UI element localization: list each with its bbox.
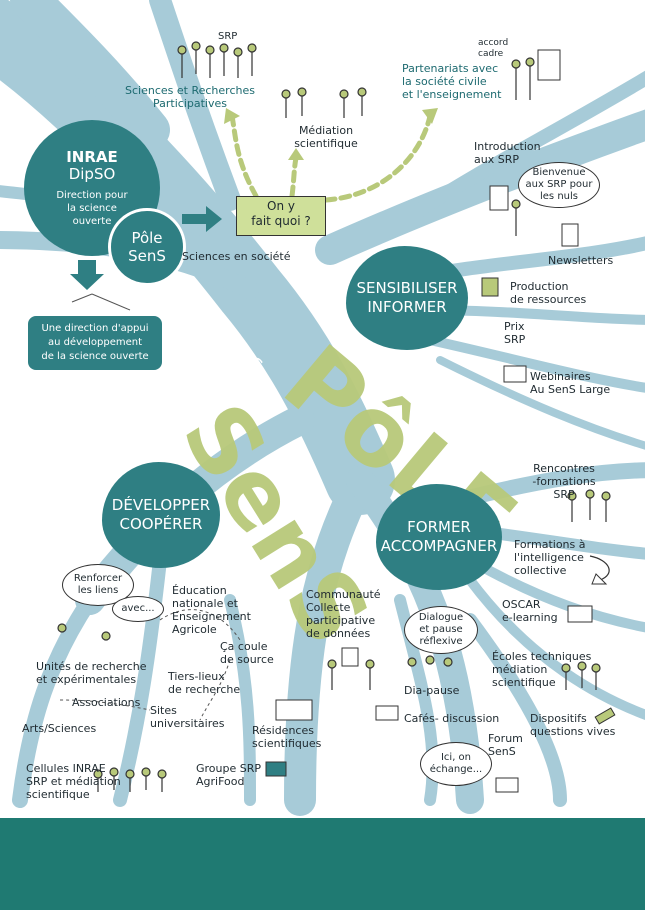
cafes-label: Cafés- discussion	[404, 712, 500, 725]
groupe-srp-label: Groupe SRP AgriFood	[196, 762, 262, 788]
mediation-label: Médiation scientifique	[294, 124, 358, 150]
ca-coule-label: Ça coule de source	[220, 640, 274, 666]
sensibiliser-bubble: SENSIBILISER INFORMER	[346, 246, 468, 350]
communaute-label: Communauté Collecte participative de don…	[306, 588, 381, 640]
developper-bubble: DÉVELOPPER COOPÉRER	[102, 462, 220, 568]
tiers-lieux-label: Tiers-lieux de recherche	[168, 670, 241, 696]
unites-label: Unités de recherche et expérimentales	[36, 660, 147, 686]
bienvenue-bubble: Bienvenue aux SRP pour les nuls	[518, 162, 600, 208]
sites-label: Sites universitaires	[150, 704, 225, 730]
production-label: Production de ressources	[510, 280, 587, 306]
intelligence-label: Formations à l'intelligence collective	[514, 538, 586, 577]
ici-bubble: Ici, on échange...	[420, 742, 492, 786]
pole-sens-caption: Sciences en société	[182, 250, 291, 263]
associations-label: Associations	[72, 696, 141, 709]
pole-sens-circle: Pôle SenS	[108, 208, 186, 286]
intro-srp-label: Introduction aux SRP	[474, 140, 541, 166]
newsletters-label: Newsletters	[548, 254, 614, 267]
dia-pause-label: Dia-pause	[404, 684, 460, 697]
ecoles-label: Écoles techniques médiation scientifique	[492, 650, 592, 689]
forum-label: Forum SenS	[488, 732, 523, 758]
rencontres-label: Rencontres -formations SRP	[532, 462, 596, 501]
webinaires-label: Webinaires Au SenS Large	[530, 370, 611, 396]
dialogue-bubble: Dialogue et pause réflexive	[404, 606, 478, 654]
inrae-desc: Direction pour la science ouverte	[56, 189, 128, 227]
residences-label: Résidences scientifiques	[252, 724, 322, 750]
pole-sens-label: Pôle SenS	[128, 229, 166, 265]
education-label: Éducation nationale et Enseignement Agri…	[172, 584, 251, 636]
direction-appui-box: Une direction d'appui au développement d…	[28, 316, 162, 370]
avec-bubble: avec...	[112, 596, 164, 622]
prix-label: Prix SRP	[504, 320, 526, 346]
srp-label: Sciences et Recherches Participatives	[125, 84, 255, 110]
cellules-label: Cellules INRAE SRP et médiation scientif…	[26, 762, 121, 801]
inrae-title: INRAE	[66, 147, 118, 166]
arts-label: Arts/Sciences	[22, 722, 97, 735]
partenariats-label: Partenariats avec la société civile et l…	[402, 62, 502, 101]
on-y-fait-quoi-box: On y fait quoi ?	[236, 196, 326, 236]
inrae-subtitle: DipSO	[68, 164, 116, 183]
oscar-label: OSCAR e-learning	[502, 598, 558, 624]
dispositifs-label: Dispositifs questions vives	[530, 712, 616, 738]
srp-tag: SRP	[218, 31, 238, 42]
accord-cadre-label: accord cadre	[478, 38, 509, 59]
former-bubble: FORMER ACCOMPAGNER	[376, 484, 502, 590]
